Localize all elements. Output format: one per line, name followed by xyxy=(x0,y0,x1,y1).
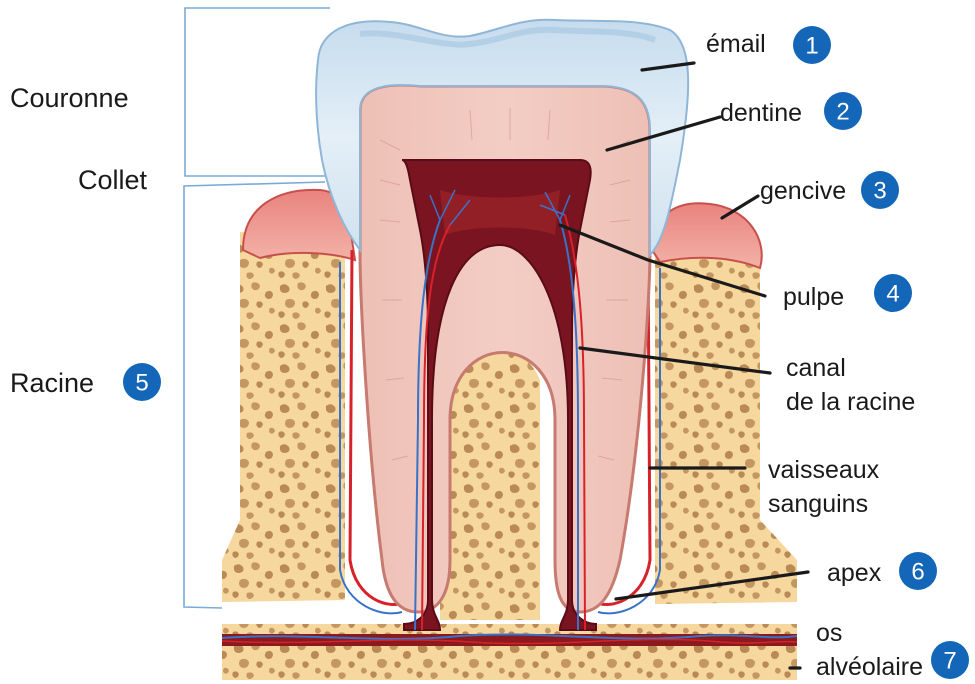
bone-left xyxy=(222,232,345,602)
label-vaisseaux-line1: vaisseaux xyxy=(768,456,880,484)
neck-label: Collet xyxy=(78,165,148,195)
label-canal-line1: canal xyxy=(786,354,846,382)
label-email: émail xyxy=(706,30,766,58)
root-label: Racine xyxy=(10,368,94,398)
label-gencive: gencive xyxy=(760,177,846,205)
label-dentine: dentine xyxy=(720,99,802,127)
label-os-line1: os xyxy=(816,619,842,647)
crown-bracket xyxy=(185,8,330,176)
badge-gencive-number: 3 xyxy=(873,178,886,205)
alveolar-bone-base xyxy=(222,624,797,680)
badge-pulpe-number: 4 xyxy=(886,281,899,308)
badge-dentine-number: 2 xyxy=(836,99,849,126)
label-os-line2: alvéolaire xyxy=(816,653,923,681)
root-badge-number: 5 xyxy=(135,370,148,397)
badge-os-number: 7 xyxy=(943,648,956,675)
bone-right xyxy=(655,240,797,604)
crown-label: Couronne xyxy=(10,83,129,113)
badge-apex-number: 6 xyxy=(911,559,924,586)
label-canal-line2: de la racine xyxy=(786,388,915,416)
label-vaisseaux-line2: sanguins xyxy=(768,490,868,518)
label-apex: apex xyxy=(827,559,882,587)
label-pulpe: pulpe xyxy=(783,283,844,311)
badge-email-number: 1 xyxy=(805,33,818,60)
